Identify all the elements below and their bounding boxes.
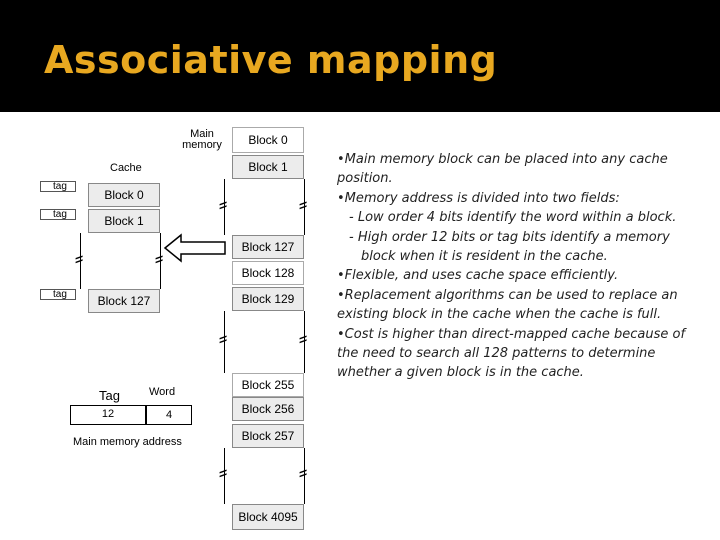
memory-block-0: Block 0 [232,127,304,153]
bullet-item: •Main memory block can be placed into an… [337,152,668,187]
address-word-field: 4 [146,405,192,425]
cache-tag-0: tag [40,181,76,192]
memory-left-edge-3 [224,448,225,504]
memory-right-edge-1 [304,179,305,235]
address-word-header: Word [149,386,176,398]
memory-block-128: Block 128 [232,261,304,285]
memory-left-edge-2 [224,311,225,373]
bullet-item: •Flexible, and uses cache space efficien… [337,268,619,284]
address-caption: Main memory address [73,436,182,448]
bullet-item: •Cost is higher than direct-mapped cache… [337,326,686,381]
memory-block-4095: Block 4095 [232,504,304,530]
memory-break-2-left: = [219,329,228,349]
bullet-item: •Replacement algorithms can be used to r… [337,287,678,323]
memory-block-127: Block 127 [232,235,304,259]
cache-right-edge [160,233,161,289]
cache-block-127: Block 127 [88,289,160,313]
cache-label: Cache [110,162,142,174]
memory-right-edge-2 [304,311,305,373]
title-bar: Associative mapping [0,0,720,112]
cache-block-0: Block 0 [88,183,160,207]
memory-block-255: Block 255 [232,373,304,397]
left-arrow-icon [163,233,226,263]
memory-block-129: Block 129 [232,287,304,311]
address-tag-header: Tag [99,388,120,403]
memory-block-1: Block 1 [232,155,304,179]
bullet-subitem: - Low order 4 bits identify the word wit… [349,210,677,226]
slide-title: Associative mapping [44,38,498,82]
cache-block-1: Block 1 [88,209,160,233]
main-memory-label: Main memory [182,128,222,151]
memory-left-edge-1 [224,179,225,235]
bullet-item: •Memory address is divided into two fiel… [337,190,620,206]
memory-break-1-right: = [299,195,308,215]
memory-right-edge-3 [304,448,305,504]
cache-tag-1: tag [40,209,76,220]
cache-tag-127: tag [40,289,76,300]
memory-block-257: Block 257 [232,424,304,448]
cache-break-right: = [155,249,164,269]
memory-break-2-right: = [299,329,308,349]
cache-break-left: = [75,249,84,269]
bullet-list: •Main memory block can be placed into an… [337,150,707,383]
memory-break-3-right: = [299,463,308,483]
cache-left-edge [80,233,81,289]
memory-break-3-left: = [219,463,228,483]
memory-block-256: Block 256 [232,397,304,421]
bullet-subitem: - High order 12 bits or tag bits identif… [349,229,670,265]
address-tag-field: 12 [70,405,146,425]
memory-break-1-left: = [219,195,228,215]
